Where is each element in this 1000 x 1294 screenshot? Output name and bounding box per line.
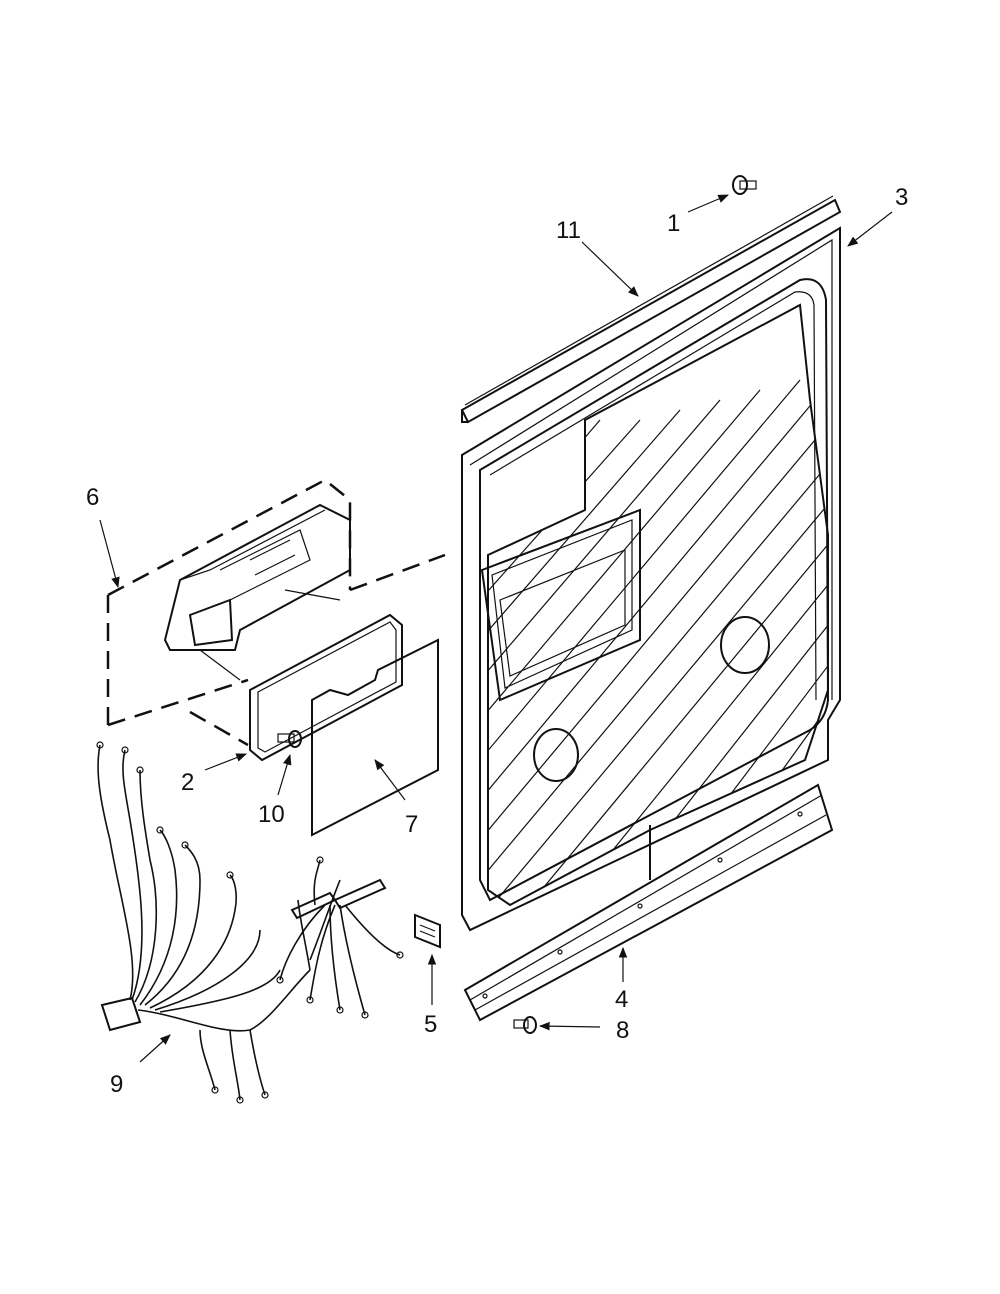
top-channel-part-11	[460, 195, 842, 424]
callout-3: 3	[895, 184, 908, 211]
leader-lines	[99, 194, 893, 1063]
leader-3	[847, 211, 893, 247]
control-board-part-7	[311, 638, 439, 837]
leader-2	[204, 753, 248, 771]
gasket-frame-part-2	[249, 613, 403, 762]
callout-4: 4	[615, 986, 628, 1013]
callout-5: 5	[424, 1011, 437, 1038]
leader-6	[99, 519, 120, 589]
callout-6: 6	[86, 484, 99, 511]
control-housing-part-6	[106, 478, 446, 747]
callout-1: 1	[667, 210, 680, 237]
callout-9: 9	[110, 1071, 123, 1098]
callout-11: 11	[556, 217, 581, 244]
wire-harness-part-9	[96, 741, 404, 1104]
callout-7: 7	[405, 811, 418, 838]
leader-9	[139, 1034, 171, 1063]
leader-11	[581, 241, 639, 297]
screw-part-10	[277, 730, 302, 748]
leader-8	[538, 1021, 601, 1031]
callout-10: 10	[258, 801, 285, 828]
callout-8: 8	[616, 1017, 629, 1044]
callout-2: 2	[181, 769, 194, 796]
bottom-channel-part-4	[463, 783, 834, 1022]
screw-part-8	[513, 1016, 537, 1034]
label-plate-part-5	[414, 913, 441, 949]
leader-10	[277, 753, 292, 796]
leader-1	[687, 194, 729, 213]
inner-door-panel	[461, 226, 841, 932]
leader-7	[374, 759, 406, 801]
screw-part-1	[732, 175, 757, 195]
